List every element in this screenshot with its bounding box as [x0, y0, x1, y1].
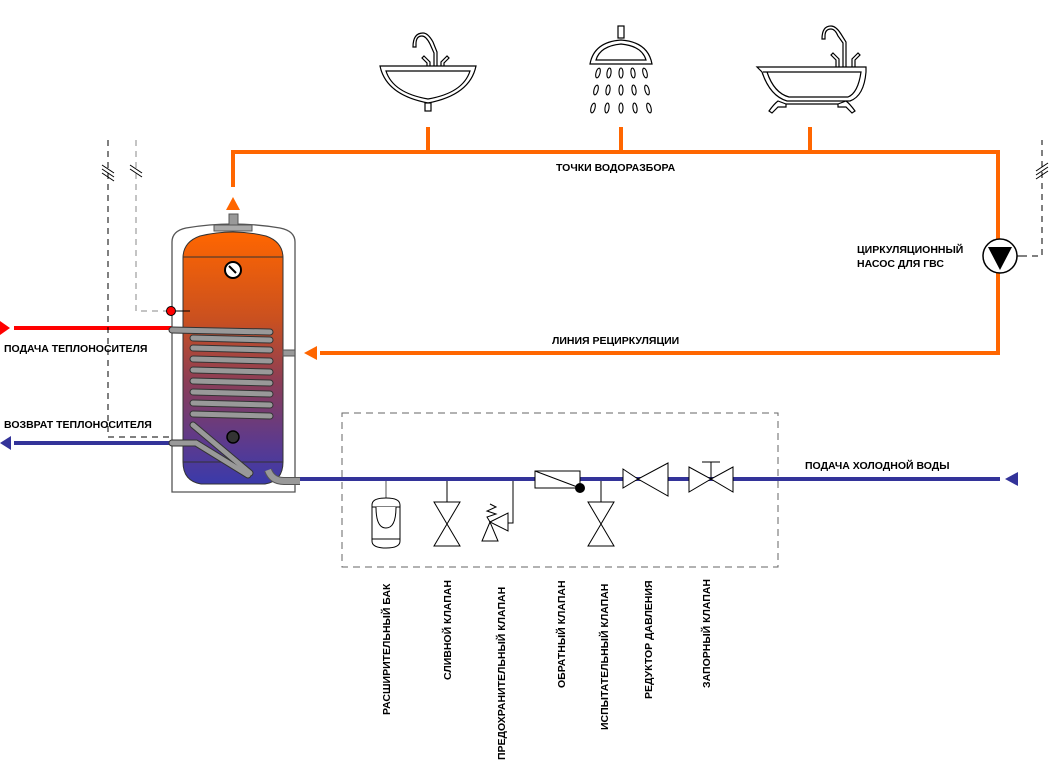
- recirculation-port: [282, 349, 296, 357]
- recirc-pump-label-line1: ЦИРКУЛЯЦИОННЫЙ: [857, 243, 963, 256]
- break-mark-icon: [129, 164, 143, 178]
- hot-water-outlet-arrow: [226, 197, 240, 210]
- heat-supply-pipe: [0, 321, 172, 335]
- draw-off-points-label: ТОЧКИ ВОДОРАЗБОРА: [556, 162, 676, 174]
- component-label: ЗАПОРНЫЙ КЛАПАН: [700, 579, 713, 688]
- thermometer-icon: [224, 261, 242, 279]
- heat-return-label: ВОЗВРАТ ТЕПЛОНОСИТЕЛЯ: [4, 419, 152, 431]
- return-arrow: [0, 436, 11, 450]
- heating-coil: [168, 326, 274, 479]
- recirculation-line-label: ЛИНИЯ РЕЦИРКУЛЯЦИИ: [552, 335, 679, 347]
- component-label: РЕДУКТОР ДАВЛЕНИЯ: [643, 581, 655, 700]
- shutoff-valve-icon: [688, 461, 734, 493]
- cold-water-supply-label: ПОДАЧА ХОЛОДНОЙ ВОДЫ: [805, 459, 950, 472]
- test-valve-icon: [587, 481, 615, 547]
- shower-icon: [589, 25, 653, 114]
- recirculation-arrow: [304, 346, 317, 360]
- expansion-tank-icon: [371, 481, 401, 549]
- heat-return-pipe: [0, 436, 172, 450]
- circulation-pump-icon: [982, 238, 1027, 274]
- sensor-dashed-line-1: [107, 140, 186, 438]
- bathtub-icon: [755, 25, 867, 114]
- pump-control-dashed-line: [1032, 140, 1043, 257]
- cold-water-arrow: [1005, 472, 1018, 486]
- temperature-sensor-icon: [166, 306, 190, 316]
- safety-valve-icon: [481, 481, 514, 542]
- break-mark-icon: [101, 164, 115, 182]
- sensor-port-icon: [226, 430, 240, 444]
- component-label: СЛИВНОЙ КЛАПАН: [441, 580, 454, 680]
- recirc-pump-label-line2: НАСОС ДЛЯ ГВС: [857, 258, 944, 270]
- heat-supply-label: ПОДАЧА ТЕПЛОНОСИТЕЛЯ: [4, 343, 147, 355]
- hot-water-pipe: [231, 127, 1000, 355]
- safety-group-box: [341, 412, 779, 568]
- check-valve-icon: [534, 470, 585, 493]
- sink-icon: [379, 32, 477, 112]
- break-mark-icon: [1035, 162, 1049, 180]
- component-label: ПРЕДОХРАНИТЕЛЬНЫЙ КЛАПАН: [495, 587, 508, 760]
- component-label: РАСШИРИТЕЛЬНЫЙ БАК: [380, 583, 393, 715]
- drain-valve-icon: [433, 481, 461, 547]
- pressure-reducer-icon: [622, 462, 669, 497]
- component-label: ОБРАТНЫЙ КЛАПАН: [555, 580, 568, 688]
- storage-tank: [166, 213, 300, 493]
- component-label: ИСПЫТАТЕЛЬНЫЙ КЛАПАН: [598, 584, 611, 730]
- sensor-dashed-line-2: [135, 140, 168, 312]
